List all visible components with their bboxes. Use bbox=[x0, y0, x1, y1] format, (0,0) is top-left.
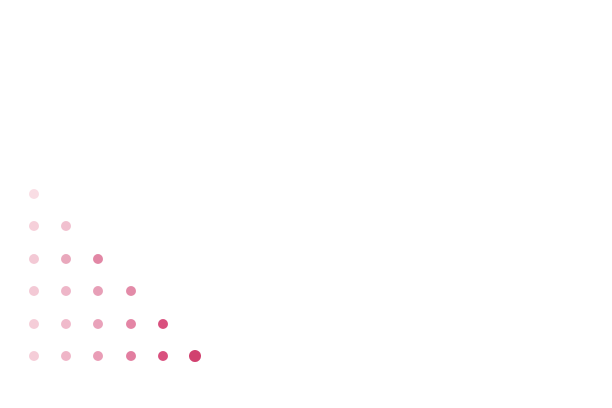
grid-dot-r6-c2 bbox=[61, 351, 72, 361]
grid-dot-r6-c4 bbox=[125, 351, 136, 361]
grid-dot-r6-c6 bbox=[189, 350, 201, 362]
grid-dot-r1-c1 bbox=[29, 189, 39, 199]
grid-dot-r2-c1 bbox=[29, 221, 39, 232]
grid-dot-r6-c5 bbox=[157, 351, 168, 361]
grid-dot-r4-c3 bbox=[93, 286, 104, 297]
grid-dot-r3-c3 bbox=[93, 253, 104, 264]
grid-dot-r3-c2 bbox=[61, 253, 72, 264]
grid-dot-r4-c2 bbox=[61, 286, 72, 297]
grid-dot-r2-c2 bbox=[61, 221, 72, 232]
grid-dot-r4-c1 bbox=[29, 286, 39, 297]
grid-dot-r5-c4 bbox=[125, 318, 136, 329]
grid-dot-r5-c1 bbox=[29, 318, 39, 329]
grid-dot-r4-c4 bbox=[125, 286, 136, 297]
grid-dot-r5-c5 bbox=[157, 318, 168, 329]
grid-dot-r5-c2 bbox=[61, 318, 72, 329]
grid-dot-r3-c1 bbox=[29, 253, 39, 264]
grid-dot-r6-c1 bbox=[29, 351, 39, 361]
grid-dot-r5-c3 bbox=[93, 318, 104, 329]
grid-dot-r6-c3 bbox=[93, 351, 104, 361]
